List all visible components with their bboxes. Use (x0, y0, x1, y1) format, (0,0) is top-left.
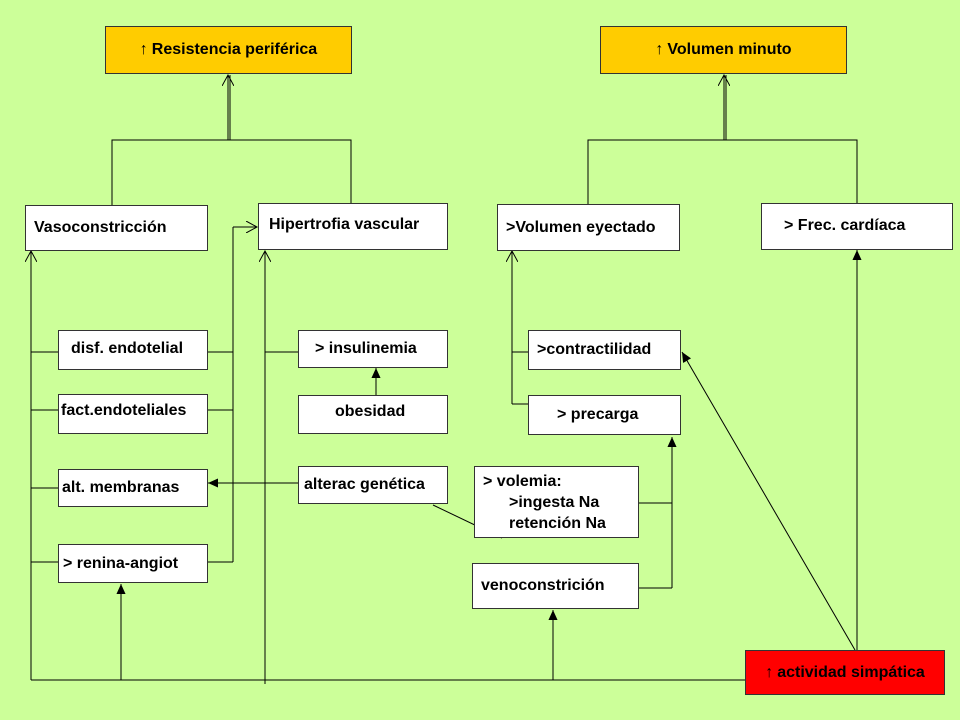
volemia-label: > volemia: (483, 472, 562, 490)
retencion-na-label: retención Na (509, 514, 606, 532)
volumen-minuto-label: Volumen minuto (667, 41, 792, 58)
connector-eyectado-volumen (587, 139, 858, 205)
insulinemia-box: > insulinemia (298, 330, 448, 368)
disf-endotelial-label: disf. endotelial (71, 340, 184, 357)
connector-to-contractilidad (681, 351, 856, 651)
venoconstricion-box: venoconstrición (472, 563, 639, 609)
volumen-minuto-box: ↑ Volumen minuto (600, 26, 847, 74)
actividad-simpatica-box: ↑ actividad simpática (745, 650, 945, 695)
insulinemia-label: > insulinemia (315, 340, 417, 357)
volumen-eyectado-box: >Volumen eyectado (497, 204, 680, 251)
contractilidad-box: >contractilidad (528, 330, 681, 370)
alt-membranas-box: alt. membranas (58, 469, 208, 507)
frec-cardiaca-box: > Frec. cardíaca (761, 203, 953, 250)
hipertrofia-vascular-label: Hipertrofia vascular (269, 216, 420, 233)
resistencia-periferica-box: ↑ Resistencia periférica (105, 26, 352, 74)
volemia-box: > volemia: >ingesta Na retención Na (474, 466, 639, 538)
disf-endotelial-box: disf. endotelial (58, 330, 208, 370)
obesidad-label: obesidad (335, 403, 406, 420)
vasoconstriccion-box: Vasoconstricción (25, 205, 208, 251)
up-arrow-icon: ↑ (139, 41, 148, 58)
fact-endoteliales-label: fact.endoteliales (61, 402, 187, 419)
alterac-genetica-box: alterac genética (298, 466, 448, 504)
fact-endoteliales-box: fact.endoteliales (58, 394, 208, 434)
precarga-label: > precarga (557, 406, 639, 423)
precarga-box: > precarga (528, 395, 681, 435)
connector-vaso-resistencia (111, 139, 352, 205)
actividad-simpatica-label: actividad simpática (777, 663, 925, 681)
alterac-genetica-label: alterac genética (304, 476, 425, 493)
obesidad-box: obesidad (298, 395, 448, 434)
alt-membranas-label: alt. membranas (62, 479, 180, 496)
contractilidad-label: >contractilidad (537, 341, 652, 358)
volumen-eyectado-label: >Volumen eyectado (506, 218, 656, 236)
hipertrofia-vascular-box: Hipertrofia vascular (258, 203, 448, 250)
renina-angiot-label: > renina-angiot (63, 554, 179, 572)
ingesta-na-label: >ingesta Na (509, 493, 600, 511)
vasoconstriccion-label: Vasoconstricción (34, 219, 167, 236)
renina-angiot-box: > renina-angiot (58, 544, 208, 583)
venoconstricion-label: venoconstrición (481, 577, 605, 594)
resistencia-periferica-label: Resistencia periférica (151, 41, 318, 58)
frec-cardiaca-label: > Frec. cardíaca (784, 217, 906, 234)
up-arrow-icon: ↑ (765, 663, 774, 681)
up-arrow-icon: ↑ (655, 41, 664, 58)
